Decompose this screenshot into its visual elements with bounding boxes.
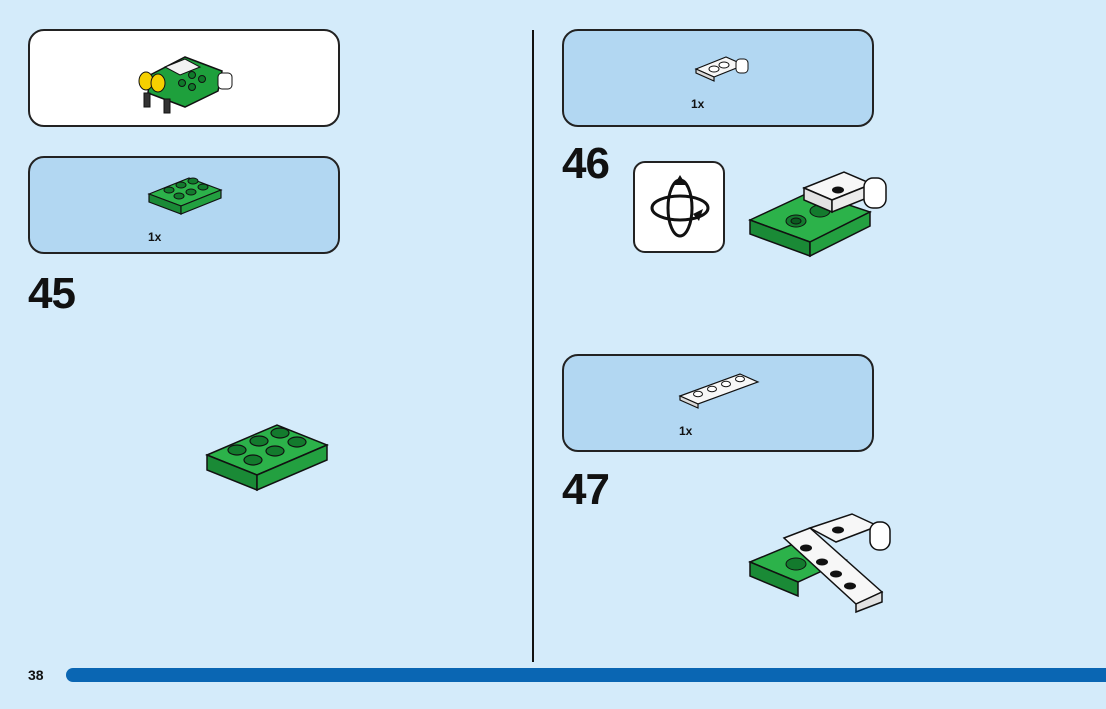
step-45-parts-box: 1x [28,156,340,254]
white-plate-1x4-icon [678,373,760,409]
part-quantity: 1x [691,97,705,111]
step-46-parts-box: 1x [562,29,874,127]
page-number: 38 [28,667,44,683]
step-47-parts-box: 1x [562,354,874,452]
step-47-model-image [748,513,891,614]
step-number: 45 [28,269,76,318]
step-46-model-image [748,171,887,258]
part-quantity: 1x [679,424,693,438]
rotate-icon [650,175,710,238]
white-clip-plate-icon [694,56,749,82]
rotate-model-callout [633,161,725,253]
page-footer-bar [66,668,1106,682]
part-quantity: 1x [148,230,162,244]
green-plate-2x3-icon [147,177,223,215]
step-number: 47 [562,465,610,514]
column-divider [532,30,534,662]
subassembly-model-image [138,56,233,114]
step-45-model-image [205,424,329,492]
step-number: 46 [562,139,610,188]
subassembly-preview-box [28,29,340,127]
